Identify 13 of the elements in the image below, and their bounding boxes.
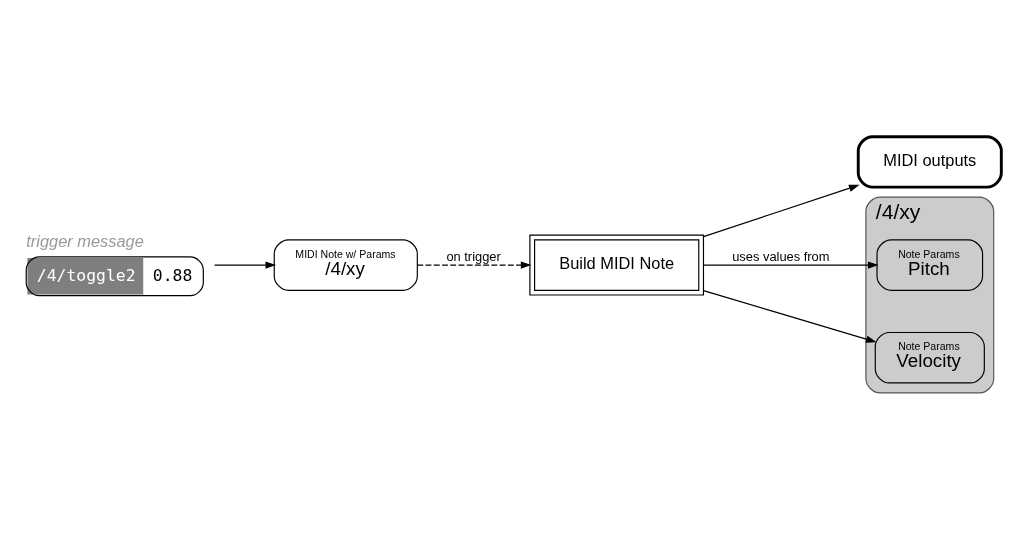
edge-label: on trigger: [446, 248, 501, 264]
arrow: [703, 184, 860, 237]
node-box: Note Params Velocity: [874, 331, 985, 384]
node-box: MIDI outputs: [856, 134, 1003, 189]
arrow: [703, 289, 877, 343]
arrow: [416, 260, 532, 269]
arrow: [214, 260, 276, 269]
edge-label: uses values from: [732, 248, 830, 264]
node-label: trigger message: [26, 231, 144, 250]
node-box: Build MIDI Note: [529, 234, 705, 296]
node-box: MIDI Note w/ Params /4/xy: [273, 238, 418, 291]
arrow: [703, 260, 879, 269]
node-box: Note Params Pitch: [876, 238, 984, 291]
